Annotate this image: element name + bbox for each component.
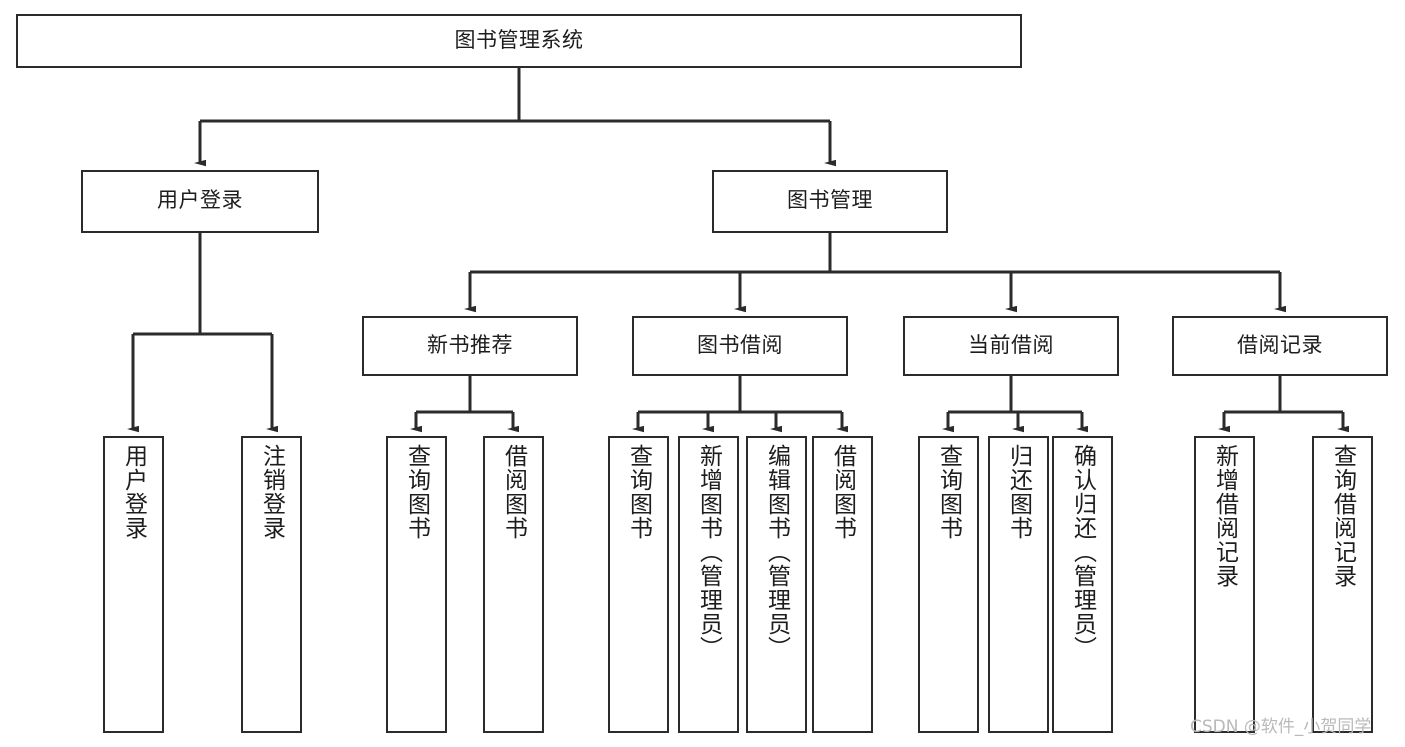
node-label: 确认归还（管理员） bbox=[1070, 444, 1097, 660]
node-label: 注销登录 bbox=[259, 444, 286, 540]
node-label: 用户登录 bbox=[157, 189, 243, 213]
node-label: 查询图书 bbox=[626, 444, 653, 540]
node-new-book-recommend[interactable]: 新书推荐 bbox=[362, 316, 578, 376]
node-leaf-add-borrow-record[interactable]: 新增借阅记录 bbox=[1194, 436, 1255, 733]
node-leaf-borrow-book-1[interactable]: 借阅图书 bbox=[483, 436, 544, 733]
node-label: 借阅记录 bbox=[1237, 333, 1323, 357]
node-label: 新增图书（管理员） bbox=[696, 444, 723, 660]
node-label: 当前借阅 bbox=[968, 333, 1054, 357]
node-label: 编辑图书（管理员） bbox=[764, 444, 791, 660]
node-leaf-logout[interactable]: 注销登录 bbox=[241, 436, 302, 733]
node-label: 查询借阅记录 bbox=[1330, 444, 1357, 588]
node-leaf-borrow-book-2[interactable]: 借阅图书 bbox=[812, 436, 873, 733]
node-current-borrow[interactable]: 当前借阅 bbox=[903, 316, 1119, 376]
node-label: 归还图书 bbox=[1006, 444, 1033, 540]
node-root-book-management-system[interactable]: 图书管理系统 bbox=[16, 14, 1022, 68]
node-label: 借阅图书 bbox=[830, 444, 857, 540]
node-label: 新增借阅记录 bbox=[1212, 444, 1239, 588]
node-leaf-query-book-1[interactable]: 查询图书 bbox=[386, 436, 447, 733]
node-label: 新书推荐 bbox=[427, 333, 513, 357]
node-label: 图书管理 bbox=[787, 189, 873, 213]
node-label: 查询图书 bbox=[404, 444, 431, 540]
node-book-manage[interactable]: 图书管理 bbox=[712, 170, 948, 233]
node-label: 查询图书 bbox=[936, 444, 963, 540]
node-leaf-query-book-2[interactable]: 查询图书 bbox=[608, 436, 669, 733]
csdn-watermark: CSDN @软件_小贺同学 bbox=[1190, 717, 1372, 737]
node-borrow-record[interactable]: 借阅记录 bbox=[1172, 316, 1388, 376]
node-label: 图书管理系统 bbox=[454, 28, 584, 52]
node-label: 图书借阅 bbox=[697, 333, 783, 357]
node-leaf-user-login[interactable]: 用户登录 bbox=[103, 436, 164, 733]
node-leaf-edit-book-admin[interactable]: 编辑图书（管理员） bbox=[746, 436, 807, 733]
node-leaf-return-book[interactable]: 归还图书 bbox=[988, 436, 1049, 733]
node-leaf-query-borrow-record[interactable]: 查询借阅记录 bbox=[1312, 436, 1373, 733]
node-label: 用户登录 bbox=[121, 444, 148, 540]
node-label: 借阅图书 bbox=[501, 444, 528, 540]
node-leaf-add-book-admin[interactable]: 新增图书（管理员） bbox=[678, 436, 739, 733]
node-book-borrow[interactable]: 图书借阅 bbox=[632, 316, 848, 376]
node-user-login[interactable]: 用户登录 bbox=[81, 170, 319, 233]
node-leaf-confirm-return-admin[interactable]: 确认归还（管理员） bbox=[1052, 436, 1113, 733]
node-leaf-query-book-3[interactable]: 查询图书 bbox=[918, 436, 979, 733]
